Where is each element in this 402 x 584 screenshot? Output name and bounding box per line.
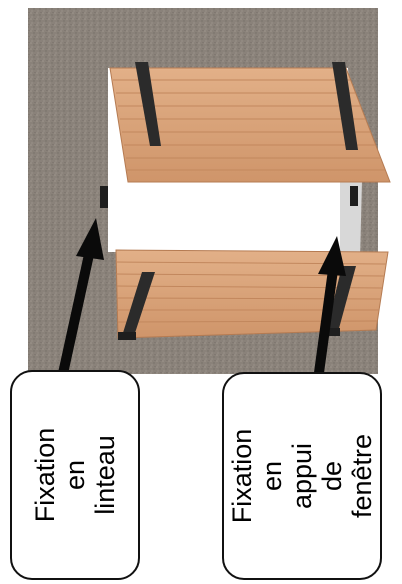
- upper-shutter-panel: [109, 62, 391, 183]
- strap-right-lower: [326, 266, 356, 332]
- strap-right-upper: [332, 62, 358, 150]
- hinge-right: [350, 186, 358, 206]
- callout-linteau: Fixation en linteau: [10, 370, 140, 580]
- window-opening-lower: [108, 232, 350, 252]
- hinge-left: [100, 186, 108, 208]
- arrow-appui: [313, 236, 346, 381]
- callout-appui-label: Fixation en appui de fenêtre: [227, 428, 377, 524]
- arrow-linteau: [57, 218, 104, 380]
- callout-linteau-label: Fixation en linteau: [30, 427, 120, 523]
- strap-left-upper: [135, 62, 161, 146]
- callout-appui: Fixation en appui de fenêtre: [222, 372, 382, 580]
- lower-shutter-panel: [115, 249, 389, 340]
- strap-left-lower: [122, 272, 155, 336]
